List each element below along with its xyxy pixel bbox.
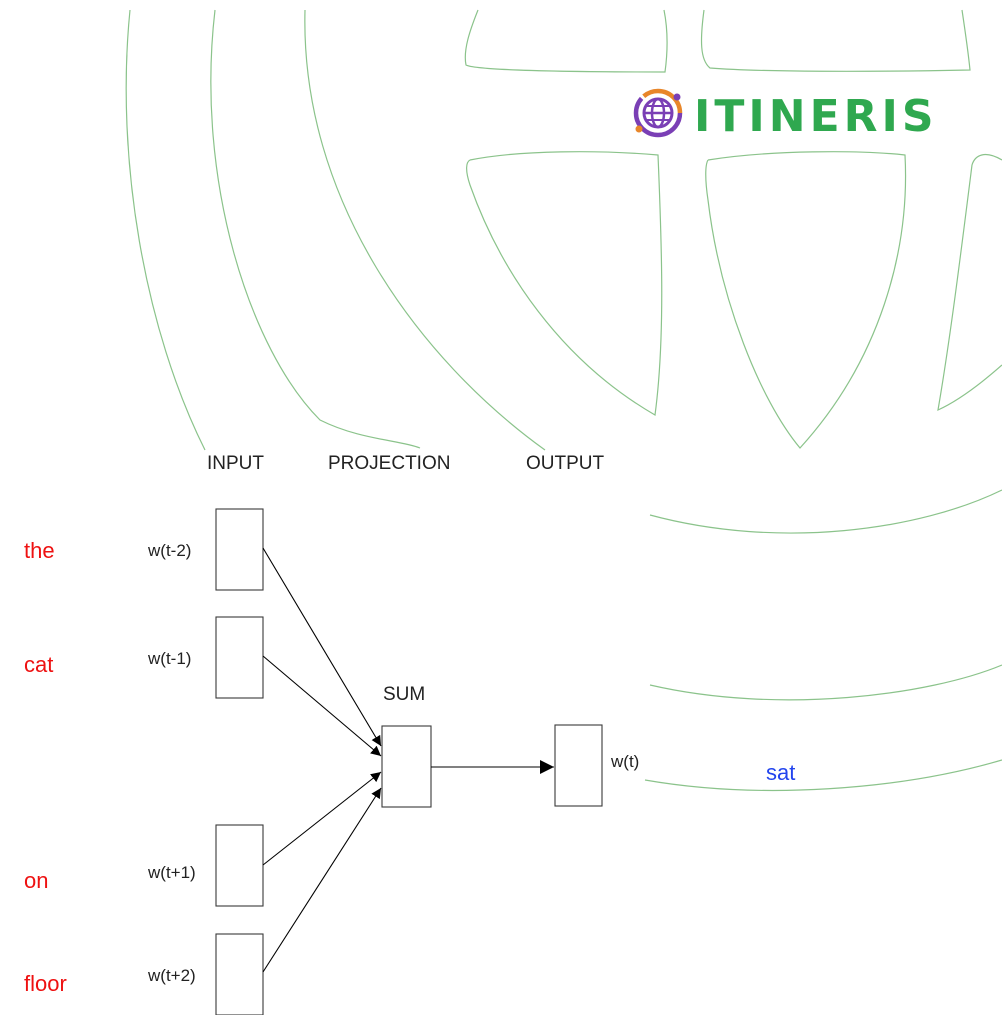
arrow-t-minus-2-to-sum <box>263 548 381 746</box>
context-word-the: the <box>24 538 55 563</box>
input-box-t-minus-1 <box>216 617 263 698</box>
brand-name: ITINERIS <box>694 91 938 142</box>
brand-logo: ITINERIS <box>636 91 938 142</box>
input-box-t-minus-2 <box>216 509 263 590</box>
input-header: INPUT <box>207 453 264 474</box>
context-word-floor: floor <box>24 971 67 996</box>
projection-sum-box <box>382 726 431 807</box>
context-word-cat: cat <box>24 652 53 677</box>
input-label-t-minus-2: w(t-2) <box>147 541 191 560</box>
output-label: w(t) <box>610 752 639 771</box>
input-label-t-minus-1: w(t-1) <box>147 649 191 668</box>
sum-label: SUM <box>383 684 425 705</box>
input-box-t-plus-2 <box>216 934 263 1015</box>
input-label-t-plus-2: w(t+2) <box>147 966 196 985</box>
target-word-sat: sat <box>766 760 795 785</box>
output-header: OUTPUT <box>526 453 605 474</box>
context-word-on: on <box>24 868 48 893</box>
arrow-t-plus-2-to-sum <box>263 788 381 972</box>
globe-orbit-icon <box>636 91 681 135</box>
output-box <box>555 725 602 806</box>
input-label-t-plus-1: w(t+1) <box>147 863 196 882</box>
arrow-t-minus-1-to-sum <box>263 656 381 756</box>
projection-header: PROJECTION <box>328 453 450 474</box>
input-box-t-plus-1 <box>216 825 263 906</box>
arrow-t-plus-1-to-sum <box>263 772 381 865</box>
